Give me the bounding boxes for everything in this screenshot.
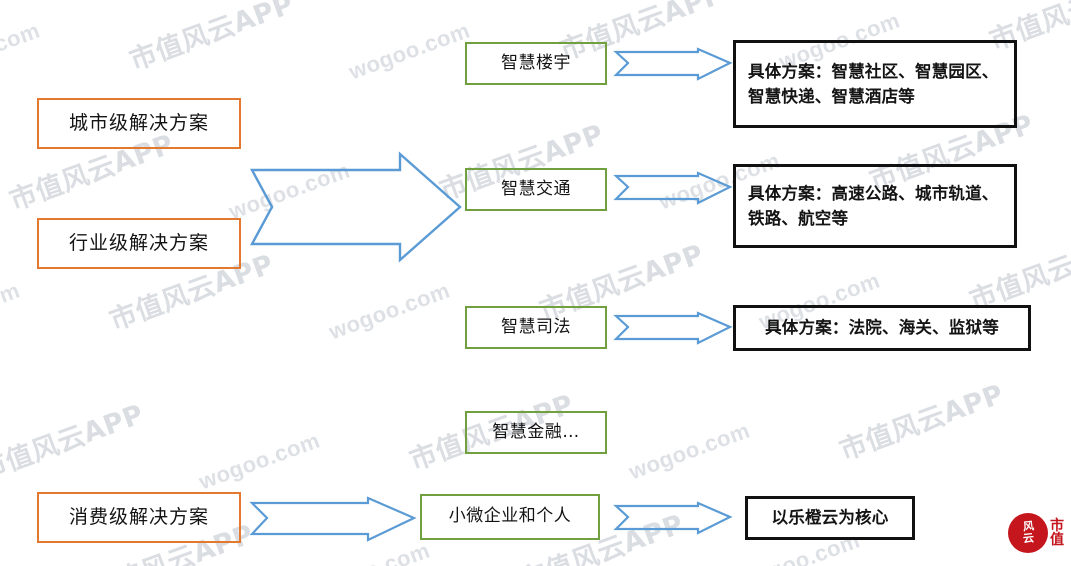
box-city-level[interactable]: 城市级解决方案 (37, 98, 241, 149)
watermark-chinese: 市值风云APP (0, 398, 148, 487)
box-industry-level[interactable]: 行业级解决方案 (37, 218, 241, 269)
box-smart-building[interactable]: 智慧楼宇 (465, 42, 607, 85)
box-detail-justice[interactable]: 具体方案：法院、海关、监狱等 (733, 305, 1031, 351)
arrow-justice-to-detail (613, 311, 733, 345)
watermark-english: wogoo.com (0, 537, 4, 566)
box-smart-transport[interactable]: 智慧交通 (465, 168, 607, 211)
box-sme-and-personal-label: 小微企业和个人 (448, 506, 572, 527)
watermark-chinese: 市值风云APP (835, 378, 1008, 467)
logo-word-bottom: 值 (1050, 532, 1064, 548)
box-detail-consumer-label: 以乐橙云为核心 (771, 508, 889, 528)
box-smart-building-label: 智慧楼宇 (501, 52, 571, 73)
logo-wordmark: 市 值 (1050, 519, 1064, 547)
box-sme-and-personal[interactable]: 小微企业和个人 (420, 494, 600, 540)
arrow-levels-to-categories (249, 151, 462, 263)
box-smart-finance-label: 智慧金融… (492, 421, 580, 442)
box-detail-transport[interactable]: 具体方案：高速公路、城市轨道、铁路、航空等 (733, 164, 1017, 248)
box-consumer-level[interactable]: 消费级解决方案 (37, 492, 241, 543)
box-city-level-label: 城市级解决方案 (68, 112, 209, 135)
box-smart-transport-label: 智慧交通 (501, 178, 571, 199)
arrow-building-to-detail (613, 47, 733, 81)
watermark-english: wogoo.com (306, 537, 434, 566)
box-detail-transport-label: 具体方案：高速公路、城市轨道、铁路、航空等 (748, 183, 999, 228)
watermark-english: wogoo.com (325, 277, 454, 345)
watermark-english: wogoo.com (625, 417, 754, 485)
wogoo-logo: 风 云 市 值 (1008, 513, 1064, 553)
box-consumer-level-label: 消费级解决方案 (68, 506, 209, 529)
box-detail-building-label: 具体方案：智慧社区、智慧园区、智慧快递、智慧酒店等 (748, 61, 999, 106)
watermark-english: wogoo.com (345, 17, 474, 85)
watermark-english: wogoo.com (195, 427, 324, 495)
watermark-chinese: 市值风云APP (125, 0, 298, 77)
watermark-english: wogoo.com (0, 277, 24, 345)
arrow-category-to-detail (613, 501, 733, 535)
box-smart-justice[interactable]: 智慧司法 (465, 306, 607, 349)
box-detail-building[interactable]: 具体方案：智慧社区、智慧园区、智慧快递、智慧酒店等 (733, 40, 1017, 128)
box-smart-justice-label: 智慧司法 (501, 316, 571, 337)
arrow-transport-to-detail (613, 171, 733, 205)
box-industry-level-label: 行业级解决方案 (68, 232, 209, 255)
arrow-consumer-to-category (249, 496, 417, 542)
box-detail-consumer[interactable]: 以乐橙云为核心 (745, 496, 915, 540)
logo-seal-icon: 风 云 (1008, 513, 1048, 553)
logo-word-top: 市 (1050, 518, 1064, 534)
watermark-english: wogoo.com (0, 17, 44, 85)
box-smart-finance[interactable]: 智慧金融… (465, 411, 607, 454)
box-detail-justice-label: 具体方案：法院、海关、监狱等 (765, 318, 999, 338)
logo-seal-bottom: 云 (1022, 531, 1034, 546)
